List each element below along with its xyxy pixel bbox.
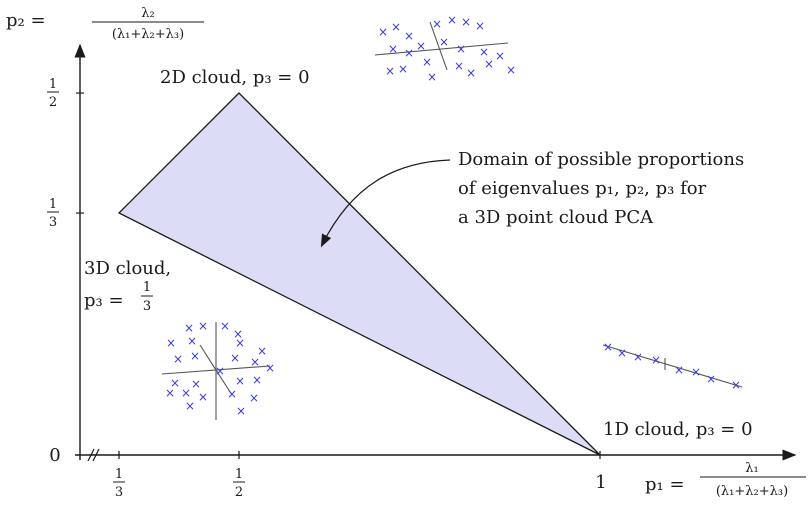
cloud-1d-point: × bbox=[674, 363, 684, 377]
cloud-2d-point: × bbox=[427, 70, 437, 84]
svg-text:3: 3 bbox=[115, 485, 123, 500]
x-tick-label-third: 1 3 bbox=[113, 467, 125, 500]
y-axis-title: p₂ = λ₂ (λ₁+λ₂+λ₃) bbox=[6, 6, 204, 42]
svg-text:(λ₁+λ₂+λ₃): (λ₁+λ₂+λ₃) bbox=[716, 484, 788, 499]
left-vertex-label-line2: p₃ = 1 3 bbox=[84, 280, 153, 314]
left-vertex-label-line1: 3D cloud, bbox=[84, 258, 171, 279]
cloud-3d-point: × bbox=[190, 349, 200, 363]
svg-text:p₁ =: p₁ = bbox=[645, 474, 685, 495]
cloud-2d-point: × bbox=[385, 64, 395, 78]
svg-text:1: 1 bbox=[115, 467, 123, 482]
cloud-3d-point: × bbox=[236, 404, 246, 418]
y-tick-label-half: 1 2 bbox=[47, 77, 59, 110]
cloud-3d-illustration: ××××××××××××××××××××××××× bbox=[162, 319, 275, 420]
svg-text:3: 3 bbox=[143, 299, 151, 314]
cloud-2d-point: × bbox=[506, 63, 516, 77]
y-tick-label-zero: 0 bbox=[49, 445, 60, 466]
cloud-2d-point: × bbox=[484, 57, 494, 71]
svg-text:1: 1 bbox=[49, 77, 57, 92]
cloud-3d-point: × bbox=[198, 390, 208, 404]
svg-text:p₃ =: p₃ = bbox=[84, 290, 124, 311]
cloud-2d-point: × bbox=[454, 59, 464, 73]
cloud-1d-point: × bbox=[691, 365, 701, 379]
cloud-3d-point: × bbox=[265, 361, 275, 375]
x-tick-label-one: 1 bbox=[595, 472, 606, 493]
cloud-2d-point: × bbox=[422, 55, 432, 69]
cloud-2d-point: × bbox=[404, 46, 414, 60]
right-vertex-label: 1D cloud, p₃ = 0 bbox=[603, 419, 753, 440]
annotation-line3: a 3D point cloud PCA bbox=[458, 207, 654, 228]
cloud-3d-point: × bbox=[198, 319, 208, 333]
cloud-3d-point: × bbox=[249, 391, 259, 405]
svg-text:2: 2 bbox=[235, 485, 243, 500]
cloud-2d-point: × bbox=[447, 13, 457, 27]
cloud-3d-point: × bbox=[166, 336, 176, 350]
cloud-2d-point: × bbox=[466, 66, 476, 80]
cloud-2d-point: × bbox=[416, 39, 426, 53]
cloud-2d-point: × bbox=[378, 25, 388, 39]
cloud-2d-point: × bbox=[391, 20, 401, 34]
svg-text:3: 3 bbox=[49, 215, 57, 230]
cloud-3d-point: × bbox=[191, 377, 201, 391]
cloud-2d-point: × bbox=[475, 19, 485, 33]
cloud-3d-point: × bbox=[235, 336, 245, 350]
svg-text:p₂ =: p₂ = bbox=[6, 10, 46, 31]
annotation-line2: of eigenvalues p₁, p₂, p₃ for bbox=[458, 178, 707, 199]
cloud-3d-point: × bbox=[181, 386, 191, 400]
cloud-2d-illustration: ×××××××××××××××××××××× bbox=[375, 13, 516, 84]
cloud-2d-point: × bbox=[388, 42, 398, 56]
cloud-3d-point: × bbox=[173, 352, 183, 366]
cloud-2d-point: × bbox=[456, 42, 466, 56]
cloud-3d-point: × bbox=[185, 399, 195, 413]
cloud-3d-point: × bbox=[184, 321, 194, 335]
svg-text:2: 2 bbox=[49, 95, 57, 110]
cloud-2d-point: × bbox=[495, 49, 505, 63]
svg-text:λ₂: λ₂ bbox=[141, 6, 154, 21]
cloud-3d-point: × bbox=[187, 334, 197, 348]
svg-text:λ₁: λ₁ bbox=[745, 461, 758, 476]
cloud-2d-point: × bbox=[439, 35, 449, 49]
top-vertex-label: 2D cloud, p₃ = 0 bbox=[160, 67, 310, 88]
x-axis-title: p₁ = λ₁ (λ₁+λ₂+λ₃) bbox=[645, 461, 806, 499]
svg-text:(λ₁+λ₂+λ₃): (λ₁+λ₂+λ₃) bbox=[112, 27, 184, 42]
x-tick-label-half: 1 2 bbox=[233, 467, 245, 500]
cloud-3d-point: × bbox=[252, 373, 262, 387]
cloud-2d-point: × bbox=[404, 29, 414, 43]
cloud-1d-point: × bbox=[651, 353, 661, 367]
y-tick-label-third: 1 3 bbox=[47, 197, 59, 230]
cloud-3d-point: × bbox=[230, 351, 240, 365]
cloud-2d-point: × bbox=[398, 62, 408, 76]
cloud-3d-point: × bbox=[227, 387, 237, 401]
cloud-1d-point: × bbox=[617, 346, 627, 360]
cloud-3d-point: × bbox=[165, 386, 175, 400]
cloud-2d-point: × bbox=[432, 17, 442, 31]
cloud-1d-point: × bbox=[603, 340, 613, 354]
cloud-3d-point: × bbox=[250, 355, 260, 369]
cloud-3d-point: × bbox=[220, 319, 230, 333]
cloud-2d-point: × bbox=[461, 15, 471, 29]
cloud-1d-illustration: × × × × × × × × bbox=[603, 340, 742, 392]
cloud-1d-point: × bbox=[706, 372, 716, 386]
cloud-1d-point: × bbox=[633, 350, 643, 364]
annotation-line1: Domain of possible proportions bbox=[458, 149, 744, 170]
svg-text:1: 1 bbox=[49, 197, 57, 212]
cloud-3d-point: × bbox=[215, 364, 225, 378]
svg-text:1: 1 bbox=[235, 467, 243, 482]
cloud-1d-point: × bbox=[731, 378, 741, 392]
svg-text:1: 1 bbox=[143, 280, 151, 295]
cloud-3d-point: × bbox=[235, 374, 245, 388]
